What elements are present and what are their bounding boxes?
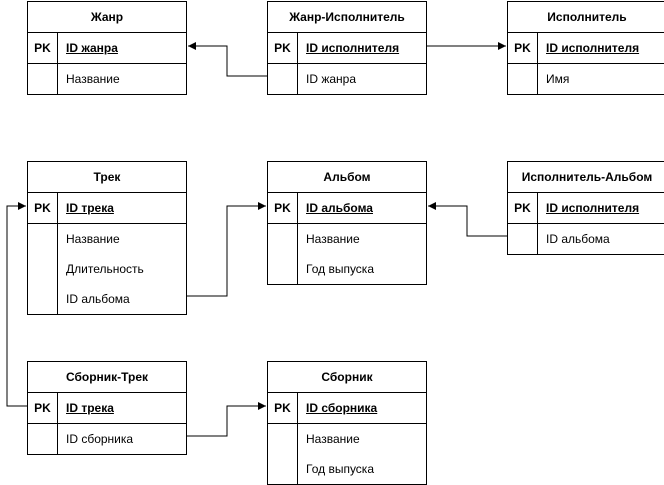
primary-key-badge: PK <box>508 193 538 223</box>
primary-key-badge: PK <box>28 193 58 223</box>
table-title: Трек <box>28 162 186 193</box>
table-title: Жанр <box>28 2 186 33</box>
primary-key-row: PK ID трека <box>28 193 186 224</box>
key-cell <box>268 64 298 94</box>
key-cell <box>268 254 298 284</box>
relation-arrow-artist-album-to-album <box>428 202 507 237</box>
key-cell <box>28 224 58 254</box>
field-row: Название <box>268 424 426 454</box>
primary-key-field: ID альбома <box>306 201 373 215</box>
primary-key-row: PK ID трека <box>28 393 186 424</box>
key-cell <box>268 224 298 254</box>
primary-key-row: PK ID исполнителя <box>268 33 426 64</box>
field-row: ID жанра <box>268 64 426 94</box>
relation-arrow-genre-artist-to-genre <box>188 42 267 77</box>
field-name: ID альбома <box>546 232 610 246</box>
primary-key-field: ID сборника <box>306 401 378 415</box>
field-name: Длительность <box>66 262 144 276</box>
field-name: ID жанра <box>306 72 357 86</box>
field-name: ID сборника <box>66 432 134 446</box>
table-title: Исполнитель-Альбом <box>508 162 664 193</box>
relation-arrow-compilation-track-to-compilation <box>187 402 266 437</box>
key-cell <box>508 64 538 94</box>
table-title: Сборник-Трек <box>28 362 186 393</box>
field-row: Имя <box>508 64 664 94</box>
key-cell <box>268 454 298 484</box>
primary-key-field: ID трека <box>66 401 114 415</box>
primary-key-field: ID жанра <box>66 41 118 55</box>
primary-key-row: PK ID исполнителя <box>508 33 664 64</box>
field-name: Имя <box>546 72 570 86</box>
primary-key-field: ID исполнителя <box>546 201 640 215</box>
primary-key-row: PK ID альбома <box>268 193 426 224</box>
field-row: ID альбома <box>508 224 664 254</box>
table-title: Альбом <box>268 162 426 193</box>
primary-key-badge: PK <box>268 193 298 223</box>
field-name: Название <box>306 432 360 446</box>
field-row: Длительность <box>28 254 186 284</box>
primary-key-badge: PK <box>28 393 58 423</box>
field-row: ID альбома <box>28 284 186 314</box>
primary-key-row: PK ID жанра <box>28 33 186 64</box>
primary-key-row: PK ID сборника <box>268 393 426 424</box>
primary-key-badge: PK <box>268 393 298 423</box>
field-row: ID сборника <box>28 424 186 454</box>
key-cell <box>28 424 58 454</box>
table-title: Жанр-Исполнитель <box>268 2 426 33</box>
primary-key-field: ID трека <box>66 201 114 215</box>
key-cell <box>268 424 298 454</box>
key-cell <box>508 224 538 254</box>
field-row: Название <box>28 224 186 254</box>
field-name: Название <box>66 232 120 246</box>
field-row: Год выпуска <box>268 454 426 484</box>
field-row: Год выпуска <box>268 254 426 284</box>
table-title: Исполнитель <box>508 2 664 33</box>
primary-key-field: ID исполнителя <box>546 41 640 55</box>
key-cell <box>28 254 58 284</box>
field-name: ID альбома <box>66 292 130 306</box>
field-row: Название <box>268 224 426 254</box>
primary-key-badge: PK <box>508 33 538 63</box>
primary-key-field: ID исполнителя <box>306 41 400 55</box>
field-row: Название <box>28 64 186 94</box>
relation-arrow-track-to-album <box>187 202 266 297</box>
field-name: Год выпуска <box>306 262 374 276</box>
primary-key-badge: PK <box>28 33 58 63</box>
field-name: Название <box>66 72 120 86</box>
primary-key-row: PK ID исполнителя <box>508 193 664 224</box>
table-title: Сборник <box>268 362 426 393</box>
field-name: Название <box>306 232 360 246</box>
key-cell <box>28 64 58 94</box>
key-cell <box>28 284 58 314</box>
relation-arrow-compilation-track-to-track <box>6 202 27 407</box>
primary-key-badge: PK <box>268 33 298 63</box>
field-name: Год выпуска <box>306 462 374 476</box>
